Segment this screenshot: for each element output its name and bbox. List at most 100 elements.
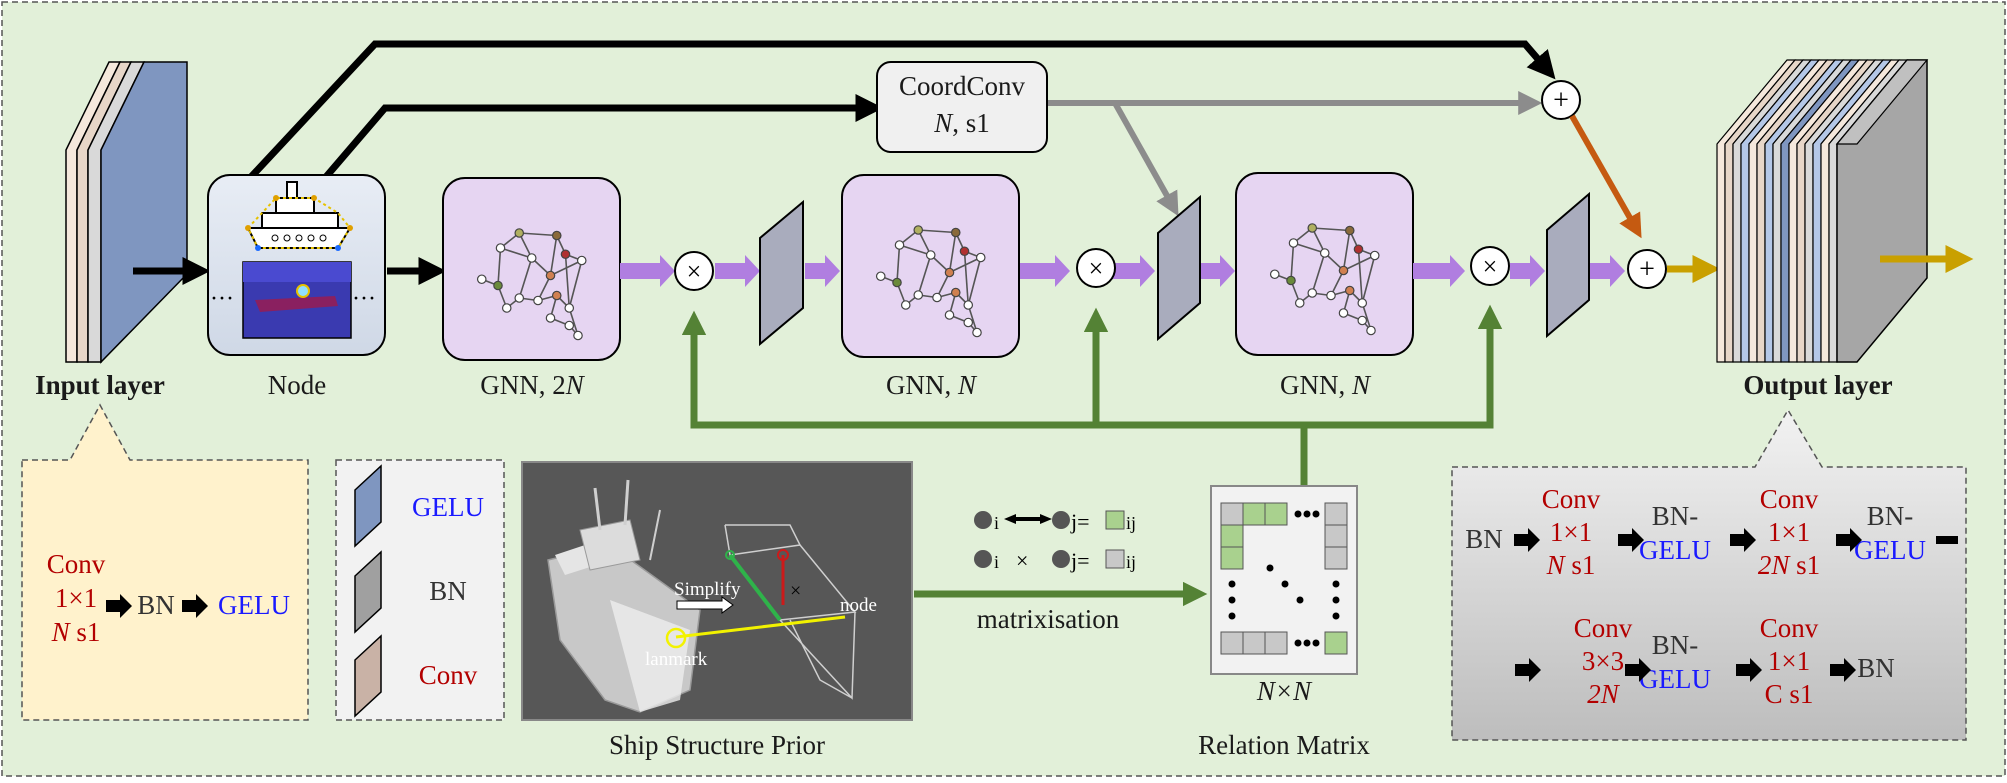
- graph-node: [1344, 225, 1355, 236]
- flow-arrow: [1515, 658, 1541, 682]
- input-layer-stack: [65, 61, 188, 364]
- graph-edge: [568, 260, 583, 309]
- add-symbol-final: +: [1639, 254, 1655, 285]
- graph-edge: [1342, 230, 1351, 271]
- ship-prior-label: Ship Structure Prior: [609, 730, 825, 760]
- out-bngelu2-b: GELU: [1854, 535, 1926, 565]
- graph-node: [495, 243, 506, 253]
- legend-ij-2: ij: [1126, 552, 1136, 572]
- input-conv-params: N s1: [51, 617, 101, 647]
- graph-node: [514, 293, 525, 303]
- multiply-symbol-1: ×: [687, 257, 702, 286]
- graph-node: [1294, 298, 1305, 308]
- graph-node: [564, 303, 575, 313]
- graph-node: [1344, 285, 1355, 296]
- multiply-symbol-2: ×: [1089, 254, 1104, 283]
- out-conv2: Conv: [1760, 484, 1819, 514]
- gnn-2-label-main: GNN,: [886, 370, 958, 400]
- graph-edge: [948, 232, 957, 273]
- out-bngelu1-a: BN-: [1652, 501, 1699, 531]
- node-dots-left: ···: [210, 286, 234, 312]
- graph-node: [963, 300, 974, 310]
- skip-connection-black: [247, 40, 1556, 181]
- legend-j-2: j=: [1070, 548, 1090, 573]
- gnn-3-label: GNN, N: [1280, 370, 1372, 400]
- out-bn-start: BN: [1465, 524, 1503, 554]
- graph-node: [564, 320, 575, 331]
- graph-node: [1338, 265, 1349, 276]
- out-conv3-n: 2N: [1587, 679, 1621, 709]
- graph-edge: [899, 244, 931, 256]
- gnn-2-label: GNN, N: [886, 370, 978, 400]
- flow-arrow: [1830, 658, 1856, 682]
- output-detail-content: BN Conv 1×1 N s1 BN- GELU Conv 1×1 2N s1…: [1465, 484, 1958, 709]
- matrixisation-label: matrixisation: [977, 604, 1120, 634]
- node-block: ··· ···: [207, 174, 386, 356]
- graph-node: [573, 330, 583, 341]
- flow-arrow: [1514, 528, 1540, 552]
- graph-edge: [549, 235, 558, 276]
- multiply-symbol-3: ×: [1483, 252, 1498, 281]
- graph-edge: [1293, 242, 1325, 254]
- add-symbol-top: +: [1553, 85, 1569, 116]
- out-bngelu1-b: GELU: [1639, 535, 1711, 565]
- main-flow-arrows: [620, 255, 1625, 287]
- graph-edge: [568, 307, 579, 336]
- add-node-final: +: [1627, 249, 1667, 289]
- graph-node: [526, 253, 537, 263]
- graph-node: [944, 267, 955, 278]
- graph-node: [545, 270, 556, 281]
- out-conv3-k: 3×3: [1582, 646, 1624, 676]
- graph-edge: [564, 254, 571, 309]
- flow-arrow: [1736, 658, 1762, 682]
- graph-node: [1338, 308, 1349, 318]
- out-bngelu3-a: BN-: [1652, 630, 1699, 660]
- out-conv4: Conv: [1760, 613, 1819, 643]
- graph-node: [551, 290, 562, 301]
- output-layer-label: Output layer: [1743, 370, 1892, 400]
- graph-node: [925, 250, 936, 260]
- coordconv-stride: , s1: [952, 108, 990, 138]
- relation-matrix-label: Relation Matrix: [1198, 730, 1370, 760]
- input-conv-label: Conv: [47, 549, 106, 579]
- gnn-3-label-main: GNN,: [1280, 370, 1352, 400]
- graph-node: [1319, 248, 1330, 258]
- graph-node: [1286, 275, 1296, 286]
- out-conv2-n: 2N: [1758, 550, 1792, 580]
- graph-node: [950, 227, 961, 238]
- graph-node: [1357, 315, 1368, 326]
- graph-edge: [963, 251, 970, 306]
- gnn-1-label-n: N: [565, 370, 586, 400]
- out-conv4-k: 1×1: [1768, 646, 1810, 676]
- node-label: Node: [268, 370, 326, 400]
- out-conv2-k: 1×1: [1768, 517, 1810, 547]
- input-conv-s: s1: [70, 617, 101, 647]
- legend-i-2: i: [994, 552, 999, 572]
- coordconv-outputs: [1046, 91, 1543, 217]
- graph-node: [1369, 250, 1380, 261]
- out-conv2-s: s1: [1789, 550, 1820, 580]
- graph-node: [1307, 288, 1318, 298]
- output-detail-callout: [1451, 408, 1967, 741]
- graph-node: [932, 292, 942, 303]
- multiply-node-2: ×: [1076, 248, 1116, 288]
- input-gelu-label: GELU: [218, 590, 290, 620]
- graph-edge: [1357, 249, 1364, 304]
- input-conv-n: N: [51, 617, 72, 647]
- input-conv-kernel: 1×1: [55, 583, 97, 613]
- graph-node: [576, 255, 587, 266]
- legend-conv-label: Conv: [419, 660, 478, 690]
- graph-edge: [1311, 252, 1326, 294]
- feature-plane-2: [1157, 194, 1201, 342]
- graph-edge: [967, 304, 978, 333]
- layer-legend: GELU BN Conv: [335, 459, 505, 721]
- graph-node: [913, 290, 924, 300]
- graph-node: [1353, 244, 1364, 255]
- graph-node: [944, 310, 955, 320]
- flow-arrow: [1730, 528, 1756, 552]
- graph-node: [501, 303, 512, 313]
- out-conv1-k: 1×1: [1550, 517, 1592, 547]
- graph-node: [551, 230, 562, 241]
- graph-node: [1307, 223, 1318, 233]
- relation-feedback-arrows: [681, 304, 1503, 486]
